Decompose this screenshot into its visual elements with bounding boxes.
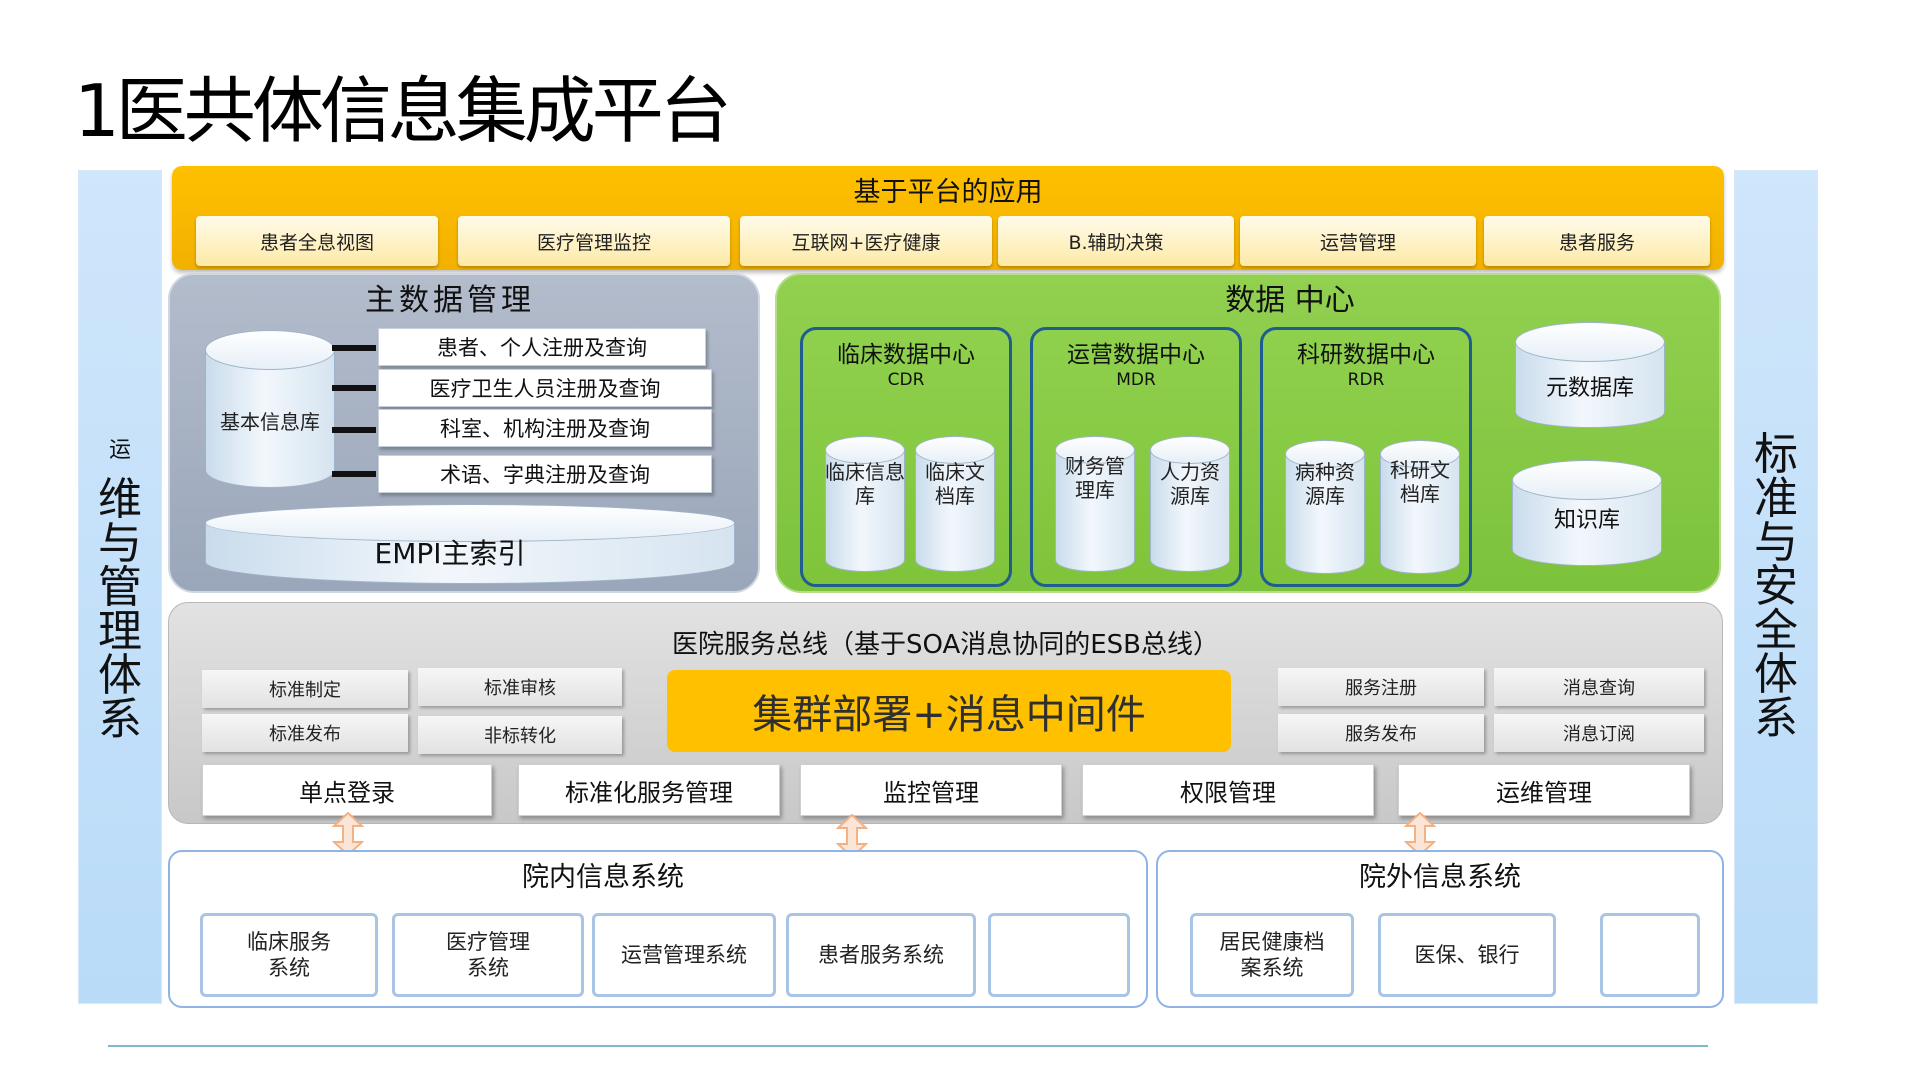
management-button: 标准化服务管理 xyxy=(518,764,780,816)
knowledge-db-label: 知识库 xyxy=(1553,508,1620,533)
application-bar-title: 基于平台的应用 xyxy=(853,176,1043,208)
master-data-item: 科室、机构注册及查询 xyxy=(378,409,712,447)
side-char: 系 xyxy=(1754,693,1798,744)
bottom-divider xyxy=(108,1045,1708,1047)
app-item: 患者全息视图 xyxy=(196,216,438,266)
internal-systems-title: 院内信息系统 xyxy=(522,861,684,893)
sub-center-name: 运营数据中心 xyxy=(1067,342,1205,368)
db-label: 财务管理库 xyxy=(1065,454,1125,502)
db-label: 临床文档库 xyxy=(925,460,985,508)
master-data-title: 主数据管理 xyxy=(365,283,535,318)
external-systems-title: 院外信息系统 xyxy=(1359,861,1521,893)
master-data-item: 患者、个人注册及查询 xyxy=(378,328,706,366)
metadata-db-label: 元数据库 xyxy=(1545,376,1634,401)
side-char: 理 xyxy=(98,606,142,657)
side-char: 系 xyxy=(98,694,142,745)
side-char: 与 xyxy=(98,518,142,569)
side-char: 准 xyxy=(1754,473,1798,524)
esb-title: 医院服务总线（基于SOA消息协同的ESB总线） xyxy=(671,629,1220,660)
knowledge-db-cylinder-top xyxy=(1512,460,1662,500)
base-db-label: 基本信息库 xyxy=(220,410,320,434)
standard-button: 标准发布 xyxy=(202,714,408,752)
data-center-title: 数据 中心 xyxy=(1225,283,1355,318)
external-system-item xyxy=(1600,913,1700,997)
db-cylinder xyxy=(1285,454,1365,574)
db-cylinder xyxy=(915,450,995,572)
empi-label: EMPI主索引 xyxy=(374,537,526,570)
app-item: 患者服务 xyxy=(1484,216,1710,266)
internal-system-item: 医疗管理系统 xyxy=(392,913,584,997)
master-data-item: 术语、字典注册及查询 xyxy=(378,455,712,493)
db-cylinder xyxy=(825,450,905,572)
side-char: 体 xyxy=(1754,649,1798,700)
app-item: 运营管理 xyxy=(1240,216,1476,266)
sub-center-code: CDR xyxy=(887,370,925,390)
app-item: B.辅助决策 xyxy=(998,216,1234,266)
sub-center-name: 临床数据中心 xyxy=(837,342,975,368)
sub-center-code: MDR xyxy=(1116,370,1156,390)
db-label: 人力资源库 xyxy=(1160,460,1220,508)
management-button: 权限管理 xyxy=(1082,764,1374,816)
standard-button: 标准制定 xyxy=(202,670,408,708)
service-button: 消息查询 xyxy=(1494,668,1704,706)
side-char: 体 xyxy=(98,650,142,701)
db-cylinder-top xyxy=(1055,436,1135,464)
side-char: 管 xyxy=(98,562,142,613)
connector-line xyxy=(332,427,376,433)
page-title: 1医共体信息集成平台 xyxy=(74,69,732,153)
db-cylinder xyxy=(1380,454,1460,574)
side-char: 维 xyxy=(98,474,142,525)
internal-system-item: 临床服务系统 xyxy=(200,913,378,997)
standard-button: 标准审核 xyxy=(418,668,622,706)
db-label: 病种资源库 xyxy=(1295,460,1355,508)
db-cylinder-top xyxy=(915,436,995,464)
sub-center-name: 科研数据中心 xyxy=(1297,342,1435,368)
empi-disk-top xyxy=(205,504,735,542)
connector-line xyxy=(332,471,376,477)
app-item: 医疗管理监控 xyxy=(458,216,730,266)
db-cylinder xyxy=(1055,450,1135,572)
management-button: 单点登录 xyxy=(202,764,492,816)
side-char: 与 xyxy=(1754,517,1798,568)
external-system-item: 居民健康档案系统 xyxy=(1190,913,1354,997)
management-button: 监控管理 xyxy=(800,764,1062,816)
sub-center-code: RDR xyxy=(1347,370,1385,390)
db-cylinder xyxy=(1150,450,1230,572)
left-side-column: 运 维 与 管 理 体 系 xyxy=(78,170,162,1004)
side-char: 全 xyxy=(1754,605,1798,656)
db-cylinder-top xyxy=(1150,436,1230,464)
app-item: 互联网+医疗健康 xyxy=(740,216,992,266)
cluster-middleware: 集群部署+消息中间件 xyxy=(667,670,1231,752)
standard-button: 非标转化 xyxy=(418,716,622,754)
db-cylinder-top xyxy=(825,436,905,464)
master-data-item: 医疗卫生人员注册及查询 xyxy=(378,369,712,407)
service-button: 消息订阅 xyxy=(1494,714,1704,752)
db-cylinder-top xyxy=(1285,440,1365,468)
side-label-small: 运 xyxy=(108,438,131,463)
db-cylinder-top xyxy=(1380,440,1460,468)
management-button: 运维管理 xyxy=(1398,764,1690,816)
internal-system-item xyxy=(988,913,1130,997)
connector-line xyxy=(332,385,376,391)
side-char: 安 xyxy=(1754,561,1798,612)
side-char: 标 xyxy=(1754,429,1798,480)
metadata-db-cylinder-top xyxy=(1515,322,1665,362)
internal-system-item: 运营管理系统 xyxy=(592,913,776,997)
service-button: 服务发布 xyxy=(1278,714,1484,752)
internal-system-item: 患者服务系统 xyxy=(786,913,976,997)
right-side-column: 标 准 与 安 全 体 系 xyxy=(1734,170,1818,1004)
db-label: 科研文档库 xyxy=(1390,458,1450,506)
base-db-cylinder-top xyxy=(205,330,335,370)
external-system-item: 医保、银行 xyxy=(1378,913,1556,997)
service-button: 服务注册 xyxy=(1278,668,1484,706)
db-label: 临床信息库 xyxy=(825,460,905,508)
connector-line xyxy=(332,345,376,351)
